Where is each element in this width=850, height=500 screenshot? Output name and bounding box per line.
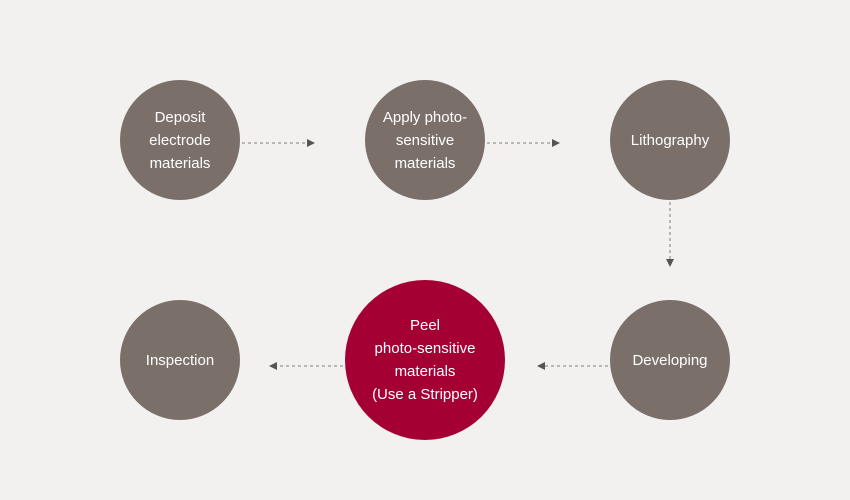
step-label: Inspection <box>145 351 215 369</box>
step-label: Deposit electrode materials <box>149 108 211 172</box>
step-inspection: Inspection <box>120 300 240 420</box>
step-deposit-electrode-materials: Deposit electrode materials <box>120 80 240 200</box>
step-label: Peel photo-sensitive materials (Use a St… <box>372 317 478 403</box>
step-label: Developing <box>632 351 708 369</box>
step-label: Apply photo- sensitive materials <box>382 108 468 172</box>
step-apply-photo-sensitive-materials: Apply photo- sensitive materials <box>365 80 485 200</box>
step-peel-photo-sensitive-materials: Peel photo-sensitive materials (Use a St… <box>345 280 505 440</box>
step-lithography: Lithography <box>610 80 730 200</box>
step-developing: Developing <box>610 300 730 420</box>
step-label: Lithography <box>630 131 710 149</box>
